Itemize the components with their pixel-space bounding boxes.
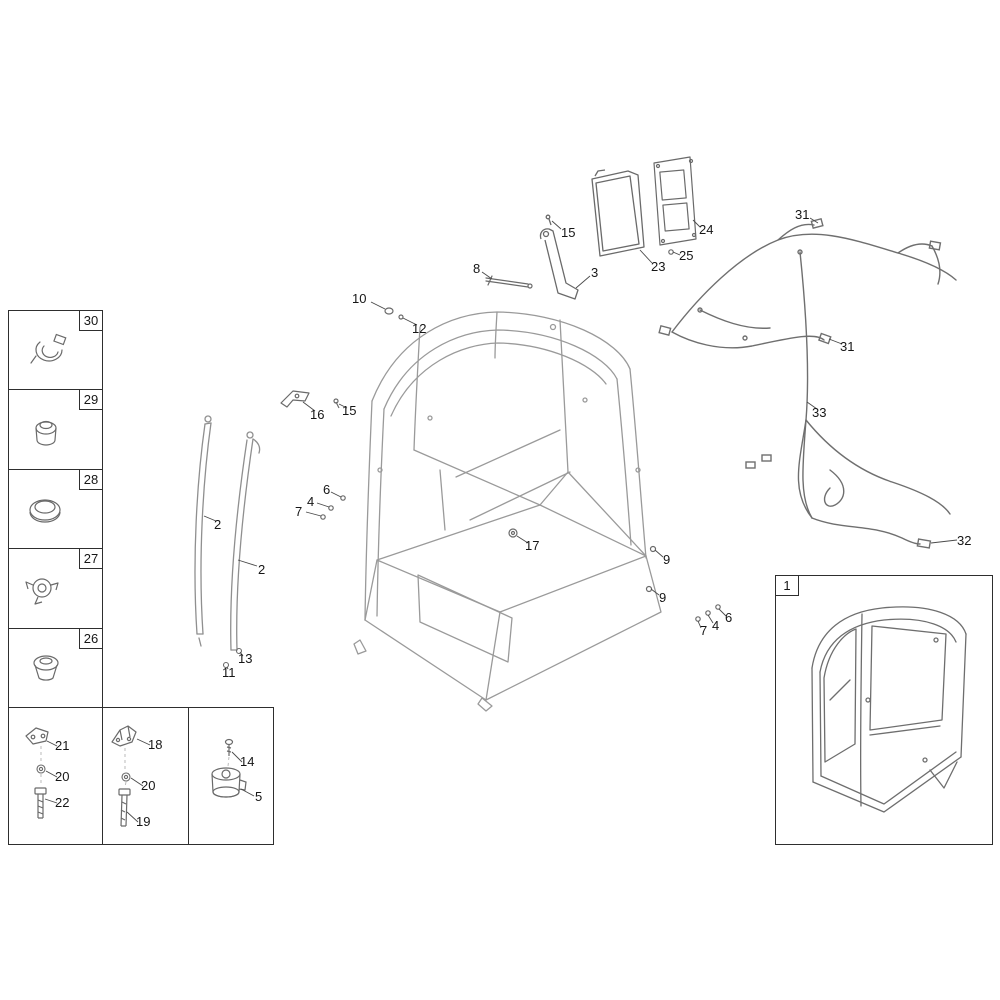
hardware-box-14-5 xyxy=(188,707,274,845)
part-cell-27-label: 27 xyxy=(79,549,102,570)
part-28-cap-drawing xyxy=(29,499,61,523)
callout-6-b: 6 xyxy=(725,610,733,625)
screw-25-drawing xyxy=(668,249,674,255)
callout-5: 5 xyxy=(255,789,263,804)
inset-box-cab: 1 xyxy=(775,575,993,845)
callout-7-a: 7 xyxy=(295,504,303,519)
callout-31-a: 31 xyxy=(795,207,810,222)
strap-2b-drawing xyxy=(230,431,261,651)
part-18-bracket-drawing xyxy=(111,725,137,747)
part-cell-26-label: 26 xyxy=(79,628,102,649)
callout-20-a: 20 xyxy=(55,769,70,784)
callout-7-b: 7 xyxy=(700,623,708,638)
callout-2-b: 2 xyxy=(258,562,266,577)
part-cell-28-label: 28 xyxy=(79,469,102,490)
part-20a-washer-drawing xyxy=(36,764,46,774)
callout-22: 22 xyxy=(55,795,70,810)
clip-10-drawing xyxy=(384,307,404,320)
callout-20-b: 20 xyxy=(141,778,156,793)
part-19-bolt-drawing xyxy=(118,788,131,827)
part-29-plug-drawing xyxy=(35,420,57,446)
callout-19: 19 xyxy=(136,814,151,829)
gasket-24-drawing xyxy=(653,156,697,246)
callout-23: 23 xyxy=(651,259,666,274)
inset-cab-drawing xyxy=(811,606,967,813)
part-20b-washer-drawing xyxy=(121,772,131,782)
left-part-table: 30 29 28 27 26 xyxy=(8,310,103,708)
leader-lines xyxy=(44,217,958,823)
callout-4-b: 4 xyxy=(712,618,720,633)
assembly-axis-line xyxy=(124,748,127,789)
callout-10: 10 xyxy=(352,291,367,306)
callout-24: 24 xyxy=(699,222,714,237)
callout-32: 32 xyxy=(957,533,972,548)
callout-12: 12 xyxy=(412,321,427,336)
part-cell-29: 29 xyxy=(9,390,102,470)
callout-15-a: 15 xyxy=(561,225,576,240)
callout-33: 33 xyxy=(812,405,827,420)
callout-6-a: 6 xyxy=(323,482,331,497)
part-26-grommet-drawing xyxy=(33,655,59,681)
cap-17-drawing xyxy=(508,528,518,538)
rod-8-drawing xyxy=(485,275,533,289)
part-21-bracket-drawing xyxy=(25,727,49,745)
callout-16: 16 xyxy=(310,407,325,422)
callout-31-b: 31 xyxy=(840,339,855,354)
part-cell-30: 30 xyxy=(9,311,102,391)
callout-9-b: 9 xyxy=(659,590,667,605)
part-27-fitting-drawing xyxy=(25,578,59,605)
inset-label: 1 xyxy=(776,576,799,596)
callout-8: 8 xyxy=(473,261,481,276)
part-cell-27: 27 xyxy=(9,549,102,629)
part-cell-30-label: 30 xyxy=(79,311,102,331)
part-22-bolt-drawing xyxy=(34,787,47,819)
callout-18: 18 xyxy=(148,737,163,752)
bracket-16-drawing xyxy=(280,390,340,409)
part-14-screw-drawing xyxy=(224,738,234,756)
bracket-3-drawing xyxy=(539,214,579,300)
callout-14: 14 xyxy=(240,754,255,769)
part-cell-28: 28 xyxy=(9,469,102,550)
callout-3: 3 xyxy=(591,265,599,280)
callout-17: 17 xyxy=(525,538,540,553)
fastener-left-group-drawing xyxy=(320,495,346,520)
callout-15-b: 15 xyxy=(342,403,357,418)
callout-11: 11 xyxy=(222,665,236,680)
fastener-13-11-drawing xyxy=(222,647,243,669)
callout-21: 21 xyxy=(55,738,70,753)
panel-23-drawing xyxy=(591,169,645,257)
cab-frame-drawing xyxy=(353,311,662,712)
callout-9-a: 9 xyxy=(663,552,671,567)
callout-2-a: 2 xyxy=(214,517,222,532)
callout-25: 25 xyxy=(679,248,694,263)
part-cell-26: 26 xyxy=(9,628,102,707)
part-cell-29-label: 29 xyxy=(79,390,102,411)
assembly-axis-line xyxy=(227,756,230,767)
part-5-component-drawing xyxy=(211,767,247,798)
strap-2a-drawing xyxy=(194,415,212,647)
callout-13: 13 xyxy=(238,651,253,666)
callout-4-a: 4 xyxy=(307,494,315,509)
wiring-harness-drawing xyxy=(658,217,957,549)
part-30-clamp-drawing xyxy=(30,333,67,364)
